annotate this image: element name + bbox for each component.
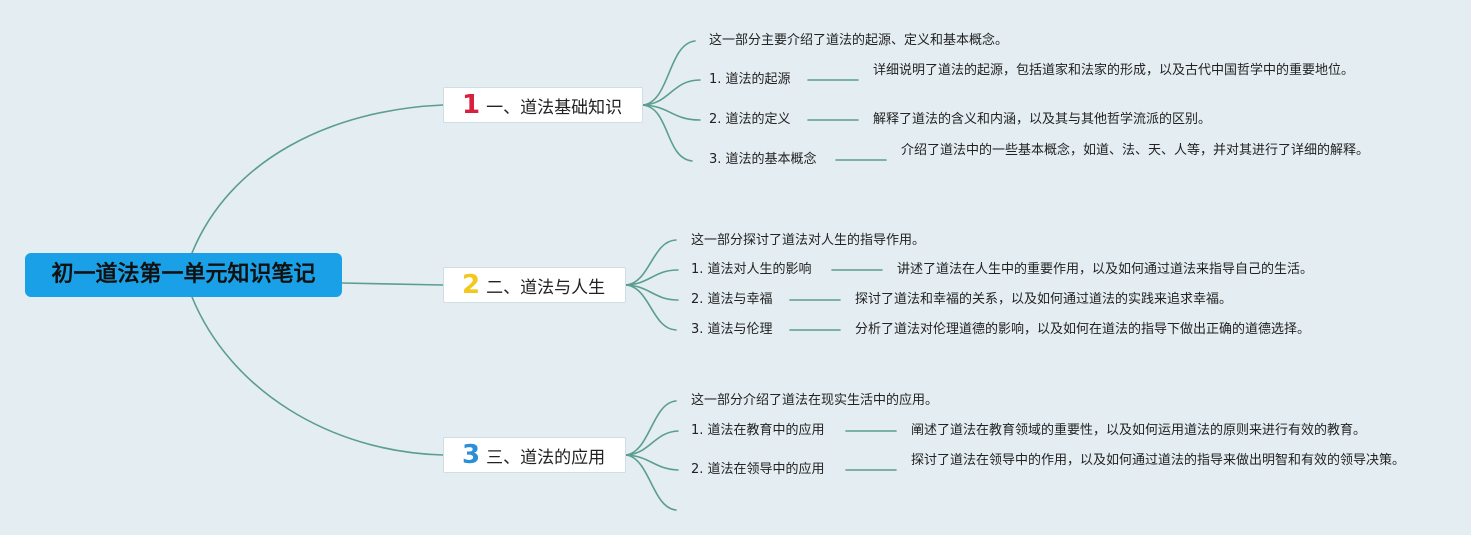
number-one-icon: 1 — [462, 90, 481, 120]
detail-node[interactable]: 讲述了道法在人生中的重要作用，以及如何通过道法来指导自己的生活。 — [897, 262, 1314, 277]
subtopic-node[interactable]: 2. 道法的定义 — [709, 112, 791, 127]
t3-branch-2 — [625, 454, 679, 471]
t1-branch-3 — [642, 104, 693, 162]
topic-node-3[interactable]: 3 三、道法的应用 — [443, 437, 626, 473]
subtopic-node[interactable]: 3. 道法与伦理 — [691, 322, 773, 337]
subtopic-node[interactable]: 1. 道法的起源 — [709, 72, 791, 87]
t1-branch-1 — [642, 79, 701, 106]
subtopic-node[interactable]: 1. 道法对人生的影响 — [691, 262, 812, 277]
topic-node-2[interactable]: 2 二、道法与人生 — [443, 267, 626, 303]
subtopic-node[interactable]: 3. 道法的基本概念 — [709, 152, 817, 167]
topic-label: 三、道法的应用 — [486, 447, 606, 468]
t2-branch-3 — [625, 284, 677, 331]
subtopic-node[interactable]: 2. 道法与幸福 — [691, 292, 773, 307]
t2-branch-0 — [625, 239, 677, 286]
detail-node[interactable]: 详细说明了道法的起源，包括道家和法家的形成，以及古代中国哲学中的重要地位。 — [873, 63, 1355, 78]
detail-node[interactable]: 介绍了道法中的一些基本概念，如道、法、天、人等，并对其进行了详细的解释。 — [901, 143, 1370, 158]
number-two-icon: 2 — [462, 270, 481, 300]
t3-branch-0 — [625, 400, 677, 456]
topic-label: 二、道法与人生 — [486, 277, 606, 298]
detail-node[interactable]: 分析了道法对伦理道德的影响，以及如何在道法的指导下做出正确的道德选择。 — [855, 322, 1311, 337]
summary-node[interactable]: 这一部分介绍了道法在现实生活中的应用。 — [691, 393, 939, 408]
t3-branch-1 — [625, 430, 679, 456]
detail-node[interactable]: 探讨了道法在领导中的作用，以及如何通过道法的指导来做出明智和有效的领导决策。 — [911, 453, 1406, 468]
topic-node-1[interactable]: 1 一、道法基础知识 — [443, 87, 643, 123]
root-connector-1 — [191, 104, 444, 254]
t1-branch-0 — [642, 40, 696, 106]
subtopic-node[interactable]: 2. 道法在领导中的应用 — [691, 462, 825, 477]
root-connector-3 — [191, 296, 444, 456]
summary-node[interactable]: 这一部分探讨了道法对人生的指导作用。 — [691, 233, 926, 248]
subtopic-node[interactable]: 1. 道法在教育中的应用 — [691, 423, 825, 438]
detail-node[interactable]: 解释了道法的含义和内涵，以及其与其他哲学流派的区别。 — [873, 112, 1212, 127]
detail-node[interactable]: 阐述了道法在教育领域的重要性，以及如何运用道法的原则来进行有效的教育。 — [911, 423, 1367, 438]
root-node[interactable]: 初一道法第一单元知识笔记 — [25, 253, 342, 297]
number-three-icon: 3 — [462, 440, 481, 470]
t1-branch-2 — [642, 104, 701, 121]
summary-node[interactable]: 这一部分主要介绍了道法的起源、定义和基本概念。 — [709, 33, 1009, 48]
t3-branch-3 — [625, 454, 677, 511]
root-connector-2 — [341, 282, 444, 286]
detail-node[interactable]: 探讨了道法和幸福的关系，以及如何通过道法的实践来追求幸福。 — [855, 292, 1233, 307]
t2-branch-1 — [625, 269, 679, 286]
topic-label: 一、道法基础知识 — [486, 97, 623, 118]
